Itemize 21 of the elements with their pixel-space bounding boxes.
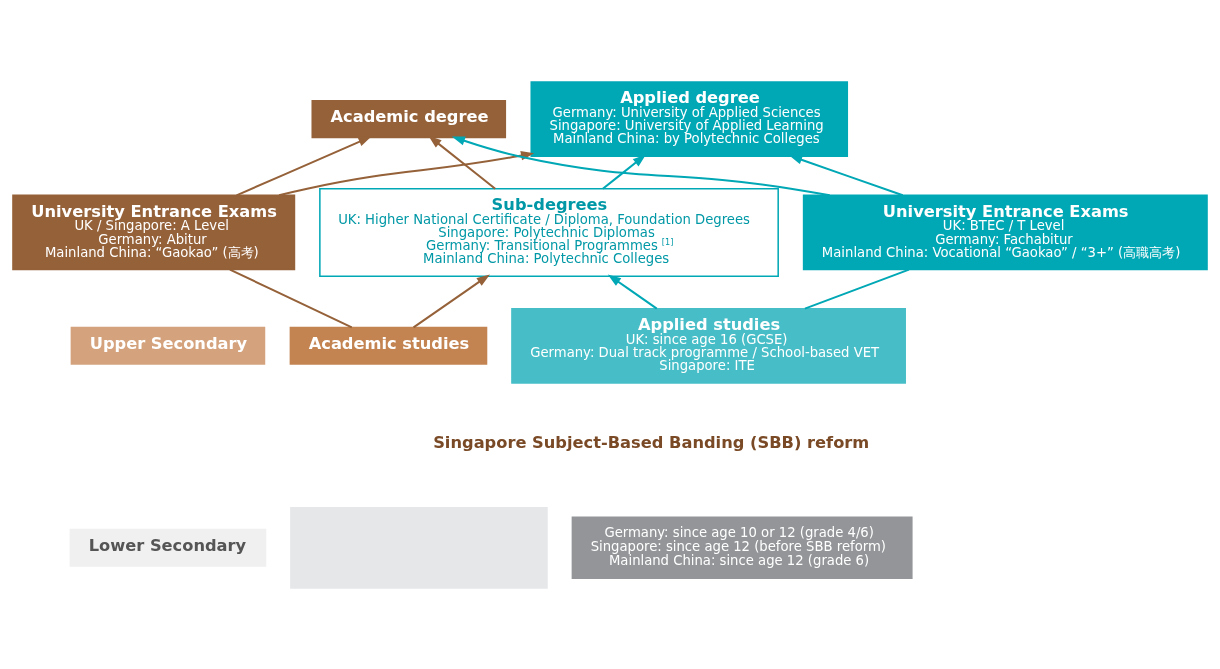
arrow <box>278 150 535 196</box>
arrow <box>428 135 496 190</box>
connector <box>229 268 353 328</box>
node-box: University Entrance Exams UK: BTEC / T Level Germany: Fachabitur Mainland China: Vocational “Gaokao” / “3+” (高職高考) <box>802 194 1208 270</box>
arrow <box>602 154 646 190</box>
arrow <box>607 273 658 309</box>
node-text: Singapore Subject-Based Banding (SBB) reform <box>433 432 870 452</box>
node-box: Sub-degrees UK: Higher National Certificate / Diploma, Foundation Degrees Singapore: Polytechnic Diplomas Germany: Transitional Programmes$^{[1]}$ Mainland China: Polytechnic Colleges <box>319 187 779 277</box>
node-box: Applied studies UK: since age 16 (GCSE) Germany: Dual track programme / School-based VET Singapore: ITE <box>511 307 906 384</box>
arrow <box>412 273 490 328</box>
arrow <box>789 154 904 196</box>
node-box: Applied degree Germany: University of Applied Sciences Singapore: University of Applied Learning Mainland China: by Polytechnic Colleges <box>530 80 849 157</box>
node-box: Academic studies <box>289 326 488 365</box>
node-box: Germany: since age 10 or 12 (grade 4/6) Singapore: since age 12 (before SBB reform) Mainland China: since age 12 (grade 6) <box>571 516 913 579</box>
node-box: University Entrance Exams UK / Singapore: A Level Germany: Abitur Mainland China: “Gaokao” (高考) <box>12 194 296 270</box>
node-box: Upper Secondary <box>70 326 266 365</box>
arrow <box>236 135 372 196</box>
connector <box>804 268 910 310</box>
node-box: Academic degree <box>311 99 507 138</box>
node-box <box>290 506 548 589</box>
arrow <box>451 135 830 196</box>
